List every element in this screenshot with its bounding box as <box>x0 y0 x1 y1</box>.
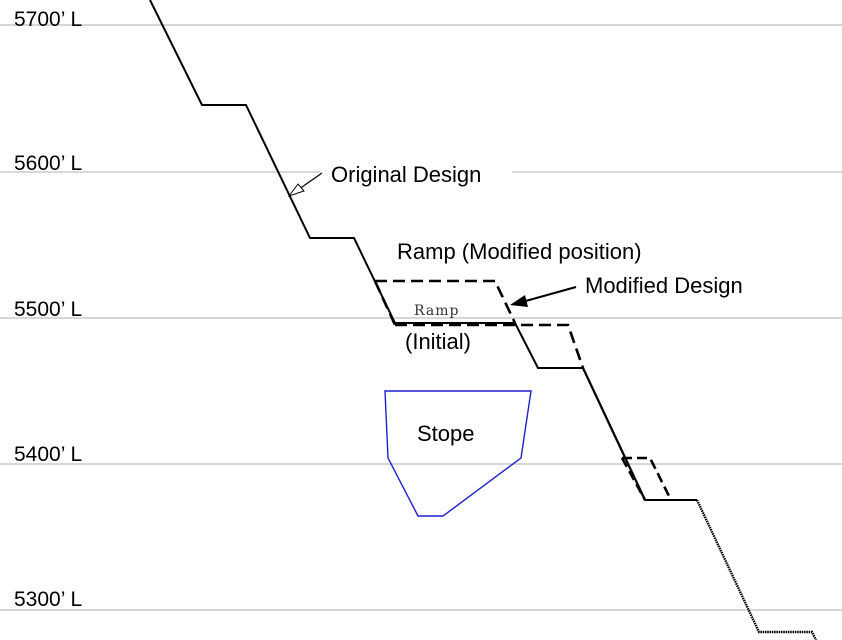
modified-design-leader <box>521 285 577 304</box>
stope-label: Stope <box>417 421 475 446</box>
ramp-modified-label: Ramp (Modified position) <box>397 239 642 264</box>
level-label-5300: 5300’ L <box>14 588 82 611</box>
original-design-profile-bottom <box>695 499 818 640</box>
modified-design-arrowhead <box>510 295 528 307</box>
modified-design-left-edge <box>373 280 397 326</box>
level-label-5500: 5500’ L <box>14 298 82 321</box>
ramp-initial-word: Ramp <box>414 303 459 319</box>
original-design-profile-mid <box>514 322 697 501</box>
original-design-label: Original Design <box>331 162 481 187</box>
modified-design-label: Modified Design <box>585 273 743 298</box>
original-design-arrowhead <box>287 183 305 197</box>
ramp-initial-label: (Initial) <box>405 329 471 354</box>
modified-design-ramp-lower <box>395 323 585 369</box>
modified-design-ramp-upper <box>375 279 517 324</box>
level-lines <box>0 24 842 611</box>
level-label-5700: 5700’ L <box>14 8 82 31</box>
modified-design-lower-bench <box>622 456 673 501</box>
level-label-5600: 5600’ L <box>14 152 82 175</box>
stope-outline <box>384 390 532 517</box>
level-label-5400: 5400’ L <box>14 443 82 466</box>
modified-design-lower-bench-left <box>620 457 647 501</box>
original-design-profile-lower <box>581 367 647 501</box>
